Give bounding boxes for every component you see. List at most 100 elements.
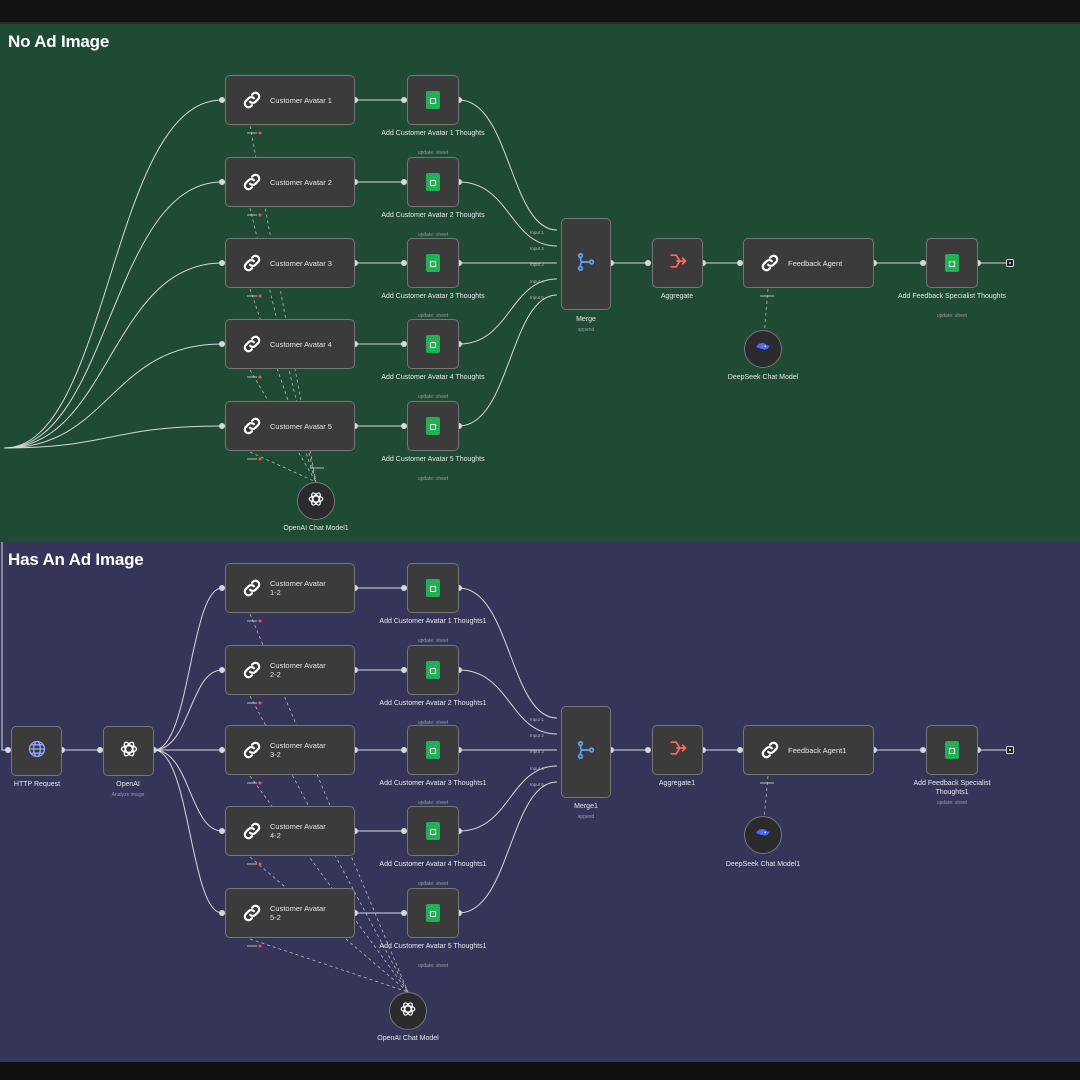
add-node-handle[interactable] <box>1006 746 1014 754</box>
deepseek-icon <box>754 338 772 361</box>
sheet-caption-4: Add Customer Avatar 4 Thoughts <box>381 374 485 381</box>
aggregate-label: Aggregate <box>660 293 694 300</box>
customer-avatar-4-2-node[interactable]: Customer Avatar 4-2 <box>225 806 355 856</box>
merge-inputs: Input 1 Input 2 Input 3 Input 4 Input 5 <box>530 712 558 793</box>
openai-chat-model-label: OpenAI Chat Model <box>377 1035 439 1042</box>
add-node-handle[interactable] <box>1006 259 1014 267</box>
sticky-note-has-an-ad-image[interactable]: Has An Ad Image <box>0 542 1080 1062</box>
sheet-node-1[interactable] <box>407 563 459 613</box>
sheet-sub-1: update: sheet <box>417 638 449 644</box>
sheet-sub-2: update: sheet <box>417 720 449 726</box>
link-icon <box>240 251 264 275</box>
merge-inputs: Input 1 Input 2 Input 3 Input 4 Input 5 <box>530 225 558 306</box>
sheet-node-1[interactable] <box>407 75 459 125</box>
final-sheet-node[interactable] <box>926 725 978 775</box>
customer-avatar-3-2-node[interactable]: Customer Avatar 3-2 <box>225 725 355 775</box>
customer-avatar-3-node[interactable]: Customer Avatar 3 <box>225 238 355 288</box>
aggregate-node[interactable] <box>652 238 703 288</box>
google-sheets-icon <box>426 822 440 840</box>
customer-avatar-4-node[interactable]: Customer Avatar 4 <box>225 319 355 369</box>
merge-label: Merge1 <box>574 803 598 810</box>
node-label: Customer Avatar 4 <box>270 339 332 349</box>
node-label: Feedback Agent <box>788 258 843 268</box>
sheet-sub-3: update: sheet <box>417 313 449 319</box>
sheet-node-3[interactable] <box>407 238 459 288</box>
node-label: Customer Avatar 2-2 <box>270 661 326 679</box>
customer-avatar-2-node[interactable]: Customer Avatar 2 <box>225 157 355 207</box>
openai-label: OpenAI <box>116 781 140 788</box>
final-sheet-node[interactable] <box>926 238 978 288</box>
customer-avatar-5-node[interactable]: Customer Avatar 5 <box>225 401 355 451</box>
sheet-caption-1: Add Customer Avatar 1 Thoughts <box>381 130 485 137</box>
merge-node[interactable] <box>561 218 611 310</box>
feedback-agent-node[interactable]: Feedback Agent <box>743 238 874 288</box>
sheet-node-2[interactable] <box>407 157 459 207</box>
link-icon <box>240 658 264 682</box>
customer-avatar-2-2-node[interactable]: Customer Avatar 2-2 <box>225 645 355 695</box>
merge-node[interactable] <box>561 706 611 798</box>
sheet-caption-3: Add Customer Avatar 3 Thoughts1 <box>379 780 487 787</box>
sheet-node-2[interactable] <box>407 645 459 695</box>
merge-input-2: Input 2 <box>530 733 544 739</box>
google-sheets-icon <box>426 335 440 353</box>
sheet-caption-3: Add Customer Avatar 3 Thoughts <box>381 293 485 300</box>
sheet-caption-5: Add Customer Avatar 5 Thoughts <box>381 456 485 463</box>
merge-input-2: Input 2 <box>530 246 544 252</box>
sheet-caption-5: Add Customer Avatar 5 Thoughts1 <box>379 943 487 950</box>
node-label: Customer Avatar 3 <box>270 258 332 268</box>
merge-input-4: Input 4 <box>530 278 544 284</box>
customer-avatar-5-2-node[interactable]: Customer Avatar 5-2 <box>225 888 355 938</box>
openai-sub: Analyze image <box>111 792 145 798</box>
deepseek-model-node[interactable] <box>744 816 782 854</box>
aggregate-node[interactable] <box>652 725 703 775</box>
link-icon <box>240 576 264 600</box>
final-sheet-sub: update: sheet <box>936 313 968 319</box>
merge-input-1: Input 1 <box>530 717 544 722</box>
google-sheets-icon <box>426 579 440 597</box>
sheet-sub-5: update: sheet <box>417 963 449 969</box>
merge-input-4: Input 4 <box>530 765 544 771</box>
aggregate-icon <box>668 738 688 763</box>
node-label: Feedback Agent1 <box>788 745 847 755</box>
http-request-node[interactable] <box>11 726 62 776</box>
openai-chat-model-node[interactable] <box>297 482 335 520</box>
aggregate-icon <box>668 251 688 276</box>
sheet-node-3[interactable] <box>407 725 459 775</box>
link-icon <box>240 170 264 194</box>
final-sheet-label: Add Feedback Specialist Thoughts <box>897 293 1007 300</box>
openai-chat-model-node[interactable] <box>389 992 427 1030</box>
feedback-agent-node[interactable]: Feedback Agent1 <box>743 725 874 775</box>
node-label: Customer Avatar 5 <box>270 421 332 431</box>
merge-input-5: Input 5 <box>530 294 544 300</box>
aggregate-label: Aggregate1 <box>658 780 696 787</box>
sheet-sub-2: update: sheet <box>417 232 449 238</box>
final-sheet-label: Add Feedback Specialist Thoughts1 <box>913 780 991 796</box>
merge-icon <box>575 251 597 278</box>
sheet-node-4[interactable] <box>407 319 459 369</box>
customer-avatar-1-2-node[interactable]: Customer Avatar 1-2 <box>225 563 355 613</box>
http-request-label: HTTP Request <box>13 781 61 788</box>
deepseek-model-node[interactable] <box>744 330 782 368</box>
link-icon <box>758 251 782 275</box>
link-icon <box>240 414 264 438</box>
openai-analyze-node[interactable] <box>103 726 154 776</box>
google-sheets-icon <box>426 173 440 191</box>
link-icon <box>240 88 264 112</box>
sheet-node-5[interactable] <box>407 401 459 451</box>
section-title: No Ad Image <box>8 32 110 51</box>
merge-icon <box>575 739 597 766</box>
sheet-caption-4: Add Customer Avatar 4 Thoughts1 <box>379 861 487 868</box>
link-icon <box>240 901 264 925</box>
openai-chat-model-label: OpenAI Chat Model1 <box>283 525 349 532</box>
node-label: Customer Avatar 3-2 <box>270 741 326 759</box>
sheet-node-4[interactable] <box>407 806 459 856</box>
google-sheets-icon <box>945 741 959 759</box>
deepseek-icon <box>754 824 772 847</box>
link-icon <box>240 332 264 356</box>
editor-bottom-bar <box>0 1062 1080 1080</box>
sticky-note-no-ad-image[interactable]: No Ad Image <box>0 24 1080 542</box>
merge-input-5: Input 5 <box>530 781 544 787</box>
sheet-node-5[interactable] <box>407 888 459 938</box>
final-sheet-sub: update: sheet <box>936 800 968 806</box>
customer-avatar-1-node[interactable]: Customer Avatar 1 <box>225 75 355 125</box>
